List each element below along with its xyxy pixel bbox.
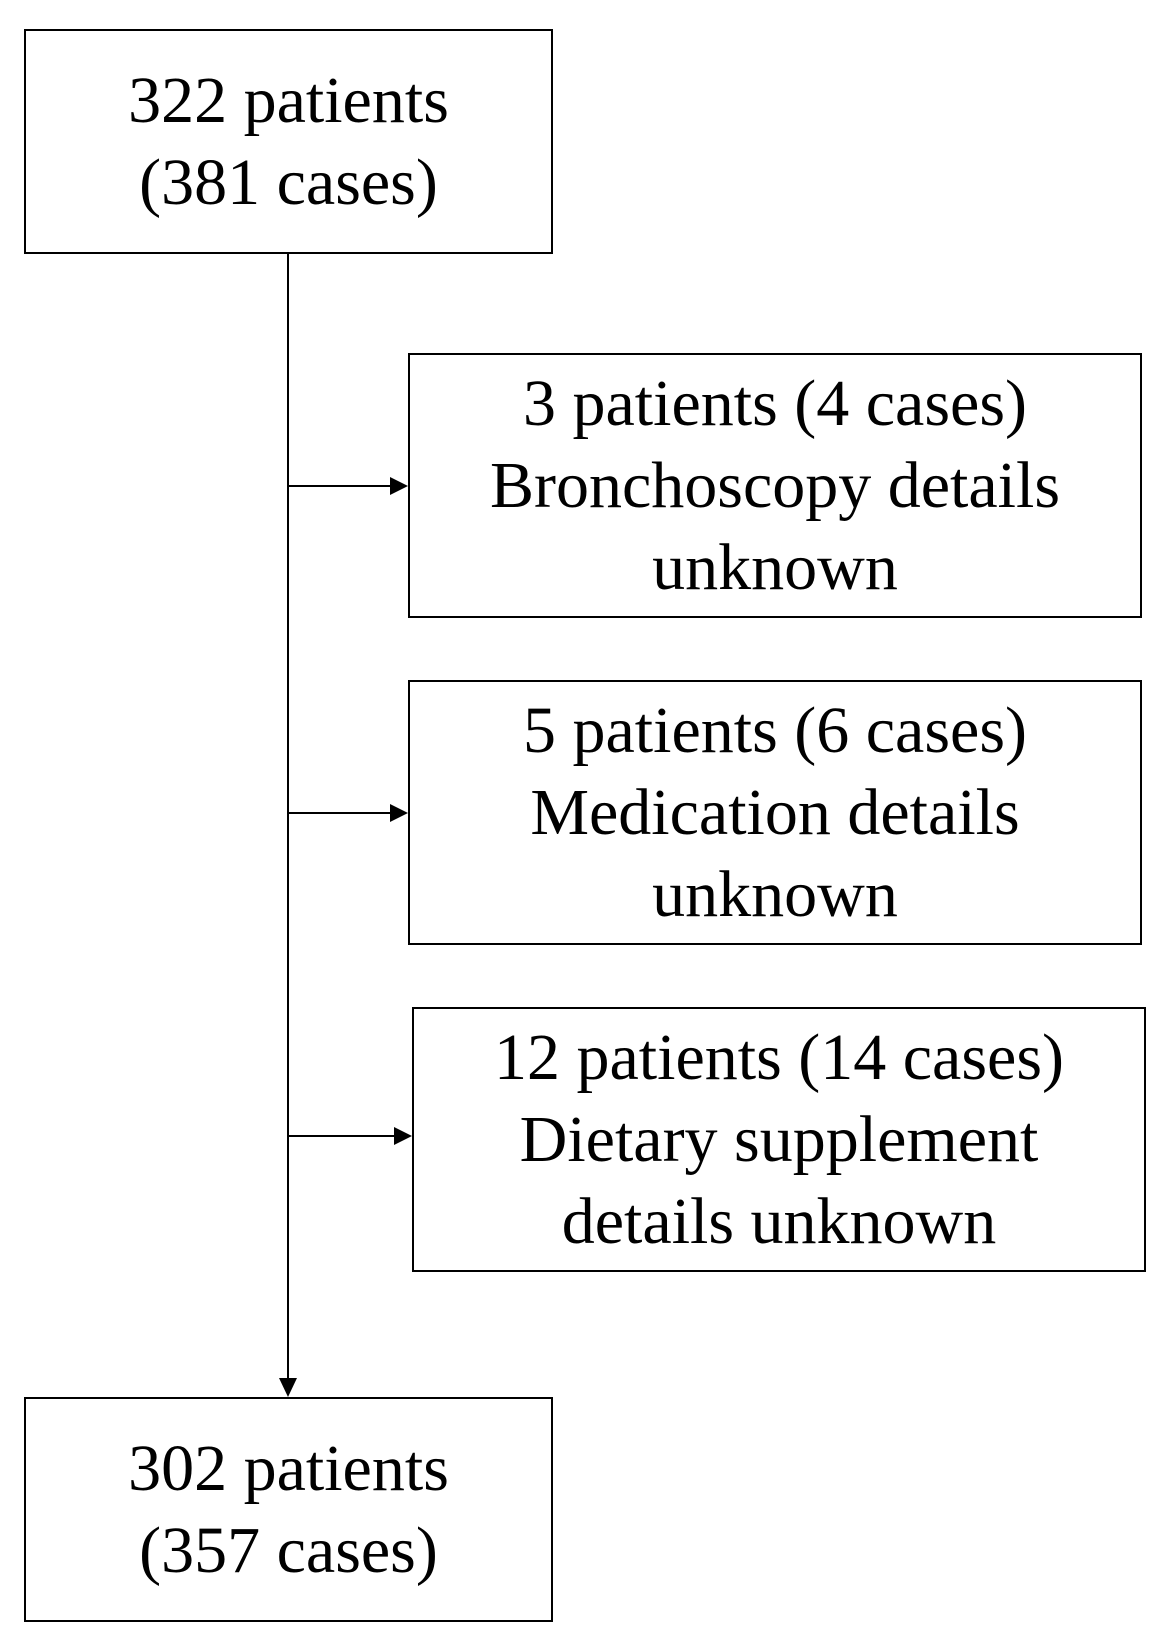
exclusion-reason: Bronchoscopy details [489, 448, 1061, 522]
exclusion-count: 3 patients (4 cases) [523, 366, 1027, 440]
branch-arrowhead-2 [390, 804, 408, 822]
exclusion-reason-cont: unknown [652, 857, 898, 931]
branch-arrowhead-3 [394, 1127, 412, 1145]
final-cohort-box: 302 patients (357 cases) [24, 1397, 553, 1622]
initial-cohort-patients: 322 patients [128, 63, 449, 137]
exclusion-box-dietary-supplement: 12 patients (14 cases) Dietary supplemen… [412, 1007, 1146, 1272]
branch-arrowhead-1 [390, 477, 408, 495]
exclusion-reason-cont: details unknown [561, 1184, 997, 1258]
exclusion-reason: Dietary supplement [519, 1102, 1039, 1176]
exclusion-reason-cont: unknown [652, 530, 898, 604]
initial-cohort-box: 322 patients (381 cases) [24, 29, 553, 254]
main-flow-arrowhead [279, 1378, 297, 1397]
final-cohort-patients: 302 patients [128, 1431, 449, 1505]
initial-cohort-cases: (381 cases) [139, 145, 438, 219]
exclusion-count: 5 patients (6 cases) [523, 693, 1027, 767]
exclusion-count: 12 patients (14 cases) [494, 1020, 1064, 1094]
exclusion-box-medication: 5 patients (6 cases) Medication details … [408, 680, 1142, 945]
exclusion-reason: Medication details [530, 775, 1020, 849]
exclusion-box-bronchoscopy: 3 patients (4 cases) Bronchoscopy detail… [408, 353, 1142, 618]
final-cohort-cases: (357 cases) [139, 1513, 438, 1587]
